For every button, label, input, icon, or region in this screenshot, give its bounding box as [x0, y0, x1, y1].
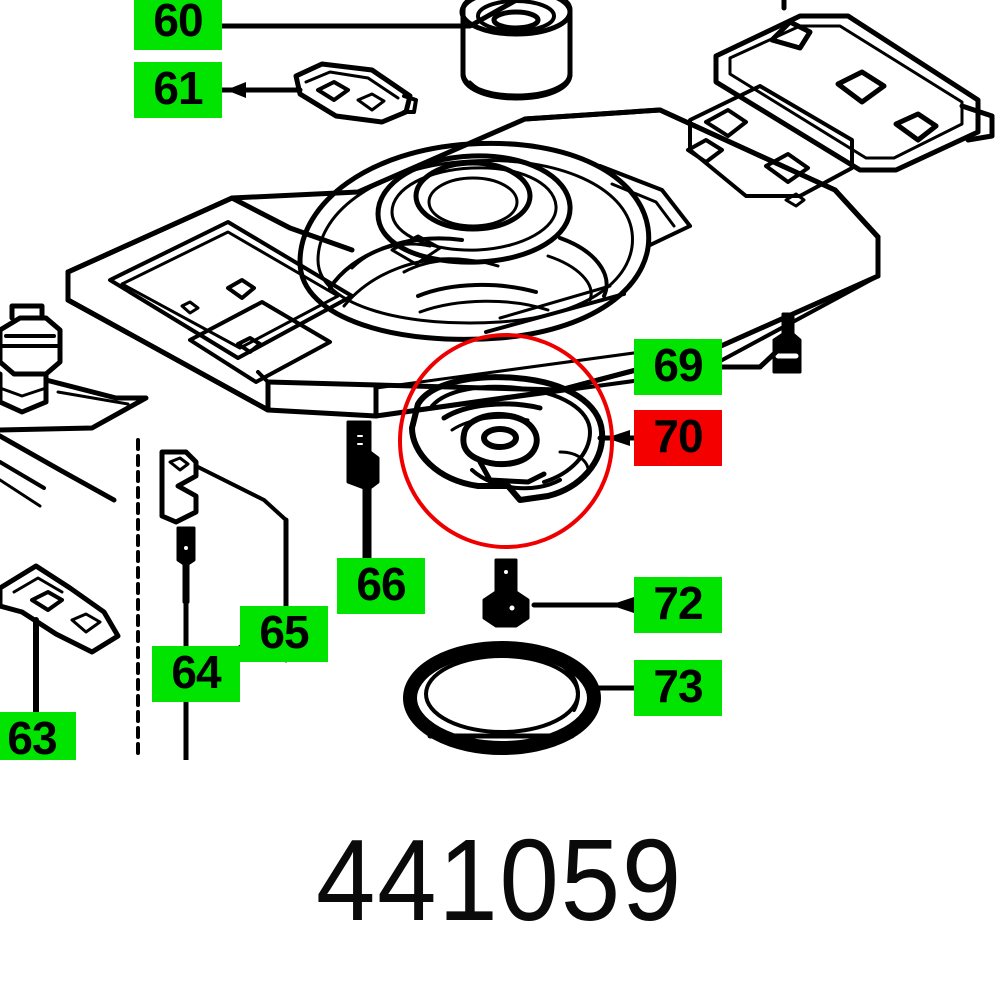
part-61-lever-arm [293, 61, 418, 125]
part-69-screw [772, 312, 802, 374]
top-right-plate [688, 0, 995, 198]
callout-70-highlighted[interactable]: 70 [634, 410, 722, 466]
callout-72-label: 72 [653, 577, 703, 629]
callout-72[interactable]: 72 [634, 577, 722, 633]
callout-64-label: 64 [171, 646, 221, 698]
callout-69-label: 69 [653, 339, 703, 391]
leader-60 [219, 0, 522, 29]
diagram-drawing-area: 60 61 63 64 65 66 69 70 72 73 [0, 0, 995, 760]
callout-60[interactable]: 60 [134, 0, 222, 50]
callout-65[interactable]: 65 [240, 606, 328, 662]
callout-63-label: 63 [7, 712, 57, 760]
callout-65-label: 65 [259, 606, 309, 658]
callout-66[interactable]: 66 [337, 558, 425, 614]
callout-64[interactable]: 64 [152, 646, 240, 702]
deck-lower-left-panel [188, 300, 332, 384]
deck-left-recess [108, 220, 354, 360]
part-number-caption-bar: 441059 [0, 760, 1000, 1000]
part-73-oring [403, 641, 601, 755]
callout-61[interactable]: 61 [134, 62, 222, 118]
callout-69[interactable]: 69 [634, 339, 722, 395]
central-hub-assembly [297, 138, 806, 342]
part-66-bolt [346, 420, 380, 572]
callout-73-label: 73 [653, 660, 703, 712]
part-60-bearing [459, 0, 573, 101]
leader-69 [719, 349, 779, 370]
callout-61-label: 61 [153, 62, 203, 114]
callout-66-label: 66 [356, 558, 406, 610]
callout-60-label: 60 [153, 0, 203, 46]
callout-63[interactable]: 63 [0, 712, 76, 760]
callout-70-label: 70 [653, 410, 703, 462]
part-72-bolt [482, 558, 530, 628]
callout-73[interactable]: 73 [634, 660, 722, 716]
part-number-text: 441059 [316, 815, 684, 945]
